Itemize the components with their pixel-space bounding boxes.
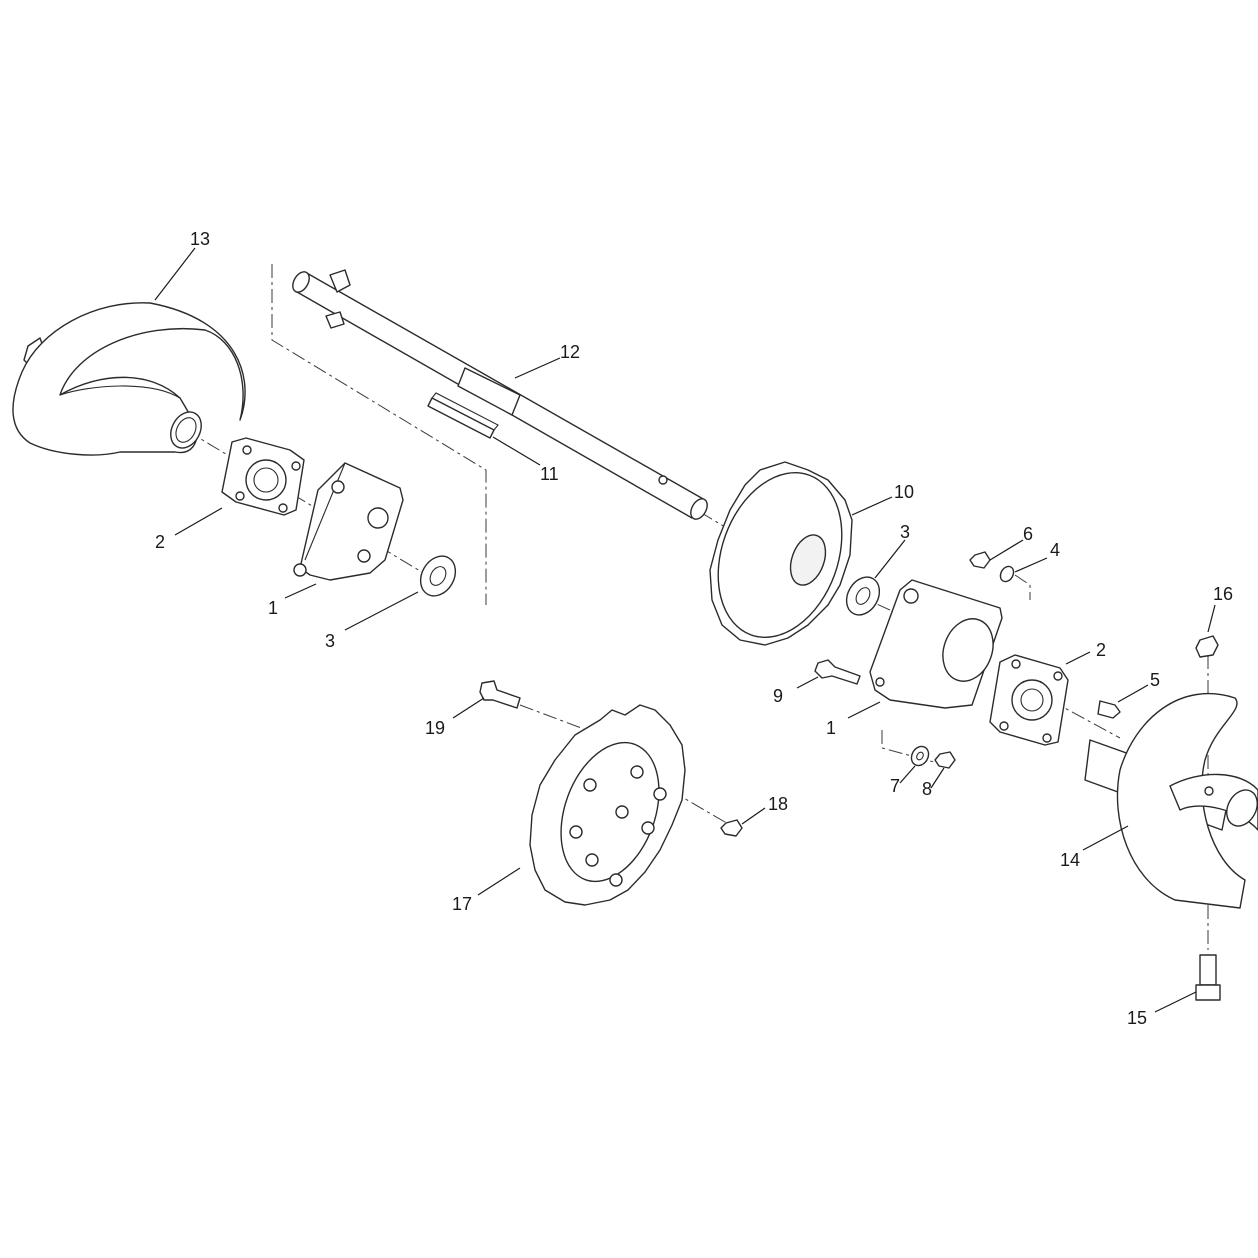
part-10-large-sprocket — [709, 461, 853, 646]
part-8-nut — [934, 751, 956, 769]
part-6-nut — [969, 551, 991, 569]
part-13-left-auger — [12, 302, 246, 456]
callout-10: 10 — [894, 482, 914, 502]
part-15-bolt — [1195, 954, 1221, 1001]
part-18-nut — [720, 819, 743, 837]
part-5-bolt — [1097, 700, 1121, 719]
callout-18: 18 — [768, 794, 788, 814]
part-14-right-auger — [1084, 692, 1258, 909]
callout-15: 15 — [1127, 1008, 1147, 1028]
callout-1-left: 1 — [268, 598, 278, 618]
part-1-right-bracket — [869, 579, 1003, 709]
part-12-shaft — [292, 269, 708, 520]
callout-3-right: 3 — [900, 522, 910, 542]
part-3-right-washer — [845, 576, 881, 616]
part-3-left-washer — [419, 555, 457, 597]
callout-3-left: 3 — [325, 631, 335, 651]
part-16-nut — [1195, 635, 1219, 658]
part-1-left-bracket — [293, 462, 404, 581]
part-2-left-bearing-flange — [221, 437, 305, 516]
callout-7: 7 — [890, 776, 900, 796]
callout-14: 14 — [1060, 850, 1080, 870]
part-4-washer — [999, 565, 1015, 583]
part-2-right-bearing-flange — [989, 654, 1069, 746]
callout-2-right: 2 — [1096, 640, 1106, 660]
callout-9: 9 — [773, 686, 783, 706]
leader-lines — [154, 247, 1216, 1013]
part-11-key — [427, 392, 499, 439]
callout-6: 6 — [1023, 524, 1033, 544]
callout-11: 11 — [540, 464, 559, 484]
part-7-washer — [910, 745, 930, 767]
callout-2-left: 2 — [155, 532, 165, 552]
part-9-bolt — [814, 659, 861, 685]
part-19-bolt — [479, 680, 521, 709]
callout-labels: 13 12 11 10 3 6 4 16 2 5 9 1 7 8 14 15 2… — [155, 229, 1233, 1028]
phantom-lines — [185, 264, 1209, 950]
callout-1-right: 1 — [826, 718, 836, 738]
callout-4: 4 — [1050, 540, 1060, 560]
callout-17: 17 — [452, 894, 472, 914]
callout-13: 13 — [190, 229, 210, 249]
callout-8: 8 — [922, 779, 932, 799]
callout-19: 19 — [425, 718, 445, 738]
callout-12: 12 — [560, 342, 580, 362]
part-17-small-sprocket — [529, 704, 686, 906]
callout-5: 5 — [1150, 670, 1160, 690]
callout-16: 16 — [1213, 584, 1233, 604]
